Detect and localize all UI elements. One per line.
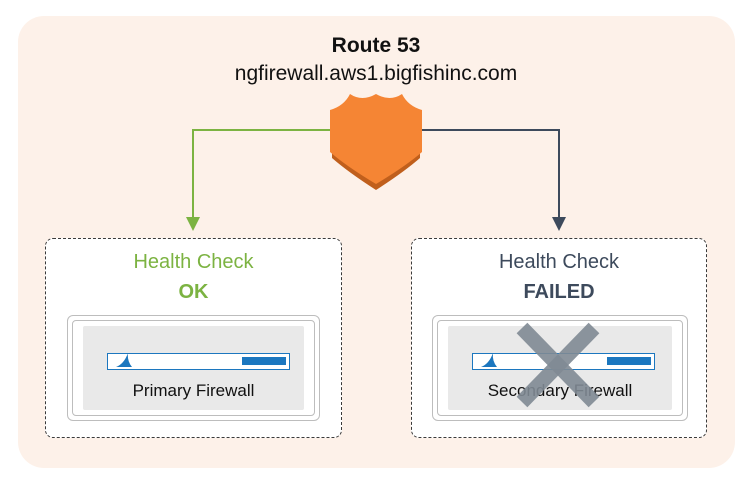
primary-health-check-label: Health Check bbox=[133, 251, 254, 273]
route53-title: Route 53 bbox=[331, 34, 421, 57]
x-icon bbox=[516, 322, 600, 408]
barracuda-fin-icon bbox=[481, 353, 497, 367]
primary-health-check-box: Health Check OK Primary Firewall bbox=[45, 238, 342, 438]
shield-icon bbox=[330, 94, 422, 190]
route53-hostname: ngfirewall.aws1.bigfishinc.com bbox=[234, 62, 518, 85]
primary-firewall-device: Primary Firewall bbox=[83, 326, 304, 410]
primary-route-arrow bbox=[186, 129, 330, 231]
secondary-status-led bbox=[607, 357, 651, 365]
primary-firewall-name: Primary Firewall bbox=[132, 381, 255, 400]
secondary-health-check-label: Health Check bbox=[498, 251, 620, 273]
secondary-health-check-box: Health Check FAILED Secondary Firewall bbox=[411, 238, 707, 438]
barracuda-fin-icon bbox=[116, 353, 132, 367]
primary-firewall-appliance bbox=[107, 353, 290, 370]
secondary-route-arrow bbox=[422, 129, 566, 231]
secondary-status-failed: FAILED bbox=[523, 281, 595, 303]
primary-firewall-card: Primary Firewall bbox=[67, 315, 320, 421]
primary-status-ok: OK bbox=[178, 281, 209, 303]
primary-status-led bbox=[242, 357, 286, 365]
